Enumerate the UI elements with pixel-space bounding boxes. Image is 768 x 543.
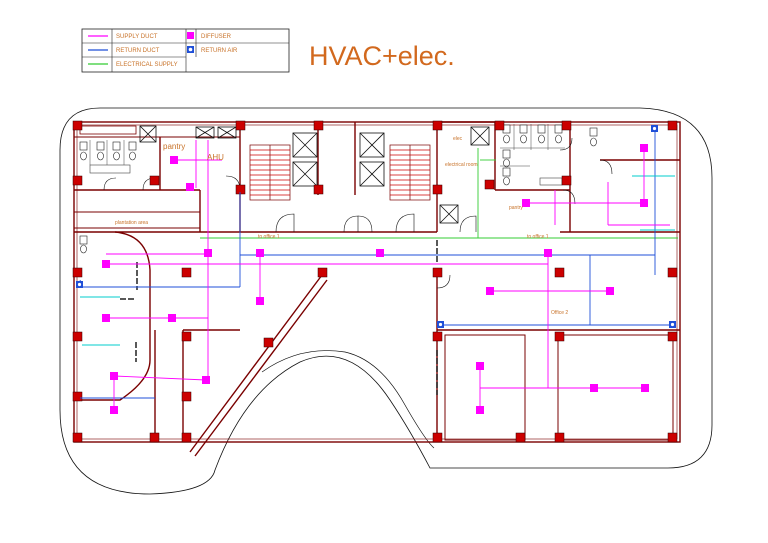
electrical-supply-lines	[200, 148, 678, 239]
page-title: HVAC+elec.	[309, 41, 455, 71]
elec-label: elec	[453, 136, 463, 142]
diffuser-icon	[544, 249, 552, 257]
diffuser-icon	[606, 287, 614, 295]
legend-return-duct: RETURN DUCT	[116, 48, 160, 54]
diffuser-icon	[170, 156, 178, 164]
diffuser-icon	[187, 32, 194, 39]
diffuser-icon	[476, 406, 484, 414]
diffuser-icon	[486, 287, 494, 295]
column-icon	[72, 120, 678, 443]
diffuser-icon	[102, 314, 110, 322]
diffuser-icon	[641, 384, 649, 392]
diffuser-icon	[110, 406, 118, 414]
legend-diffuser: DIFFUSER	[201, 34, 232, 40]
legend-return-air: RETURN AIR	[201, 48, 238, 54]
diffuser-icon	[202, 376, 210, 384]
diffuser-icon	[640, 199, 648, 207]
plantation-area-label: plantation area	[115, 220, 148, 226]
electrical-room-label: electrical room	[445, 162, 478, 168]
office2-label: Office 2	[551, 310, 568, 316]
ahu-label: AHU	[207, 153, 224, 162]
door-icon	[103, 137, 613, 289]
diffuser-icon	[376, 249, 384, 257]
walls	[73, 121, 681, 443]
diffuser-icon	[204, 249, 212, 257]
diffuser-icon	[476, 362, 484, 370]
legend: SUPPLY DUCT RETURN DUCT ELECTRICAL SUPPL…	[81, 28, 290, 73]
diffuser-icon	[640, 144, 648, 152]
pantry-left-label: pantry	[163, 142, 185, 151]
pantry-right-label: pantry	[509, 205, 523, 211]
building-outline	[59, 107, 713, 495]
toilet-icon	[79, 124, 598, 254]
to-office1-right-label: to office 1	[527, 234, 549, 240]
return-duct-lines	[79, 125, 675, 399]
to-office1-left-label: to office 1	[258, 234, 280, 240]
return-air-grilles	[76, 125, 676, 328]
room-labels: pantry AHU plantation area elec electric…	[115, 136, 568, 316]
diffusers	[102, 144, 649, 414]
diffuser-icon	[168, 314, 176, 322]
diffuser-icon	[110, 372, 118, 380]
elevator-icon	[79, 125, 490, 224]
diffuser-icon	[522, 199, 530, 207]
legend-supply-duct: SUPPLY DUCT	[116, 34, 158, 40]
diffuser-icon	[590, 384, 598, 392]
legend-electrical-supply: ELECTRICAL SUPPLY	[116, 62, 178, 68]
staircase-icon	[389, 144, 431, 201]
supply-duct-lines	[106, 140, 670, 410]
staircase-icon	[249, 144, 291, 201]
diffuser-icon	[256, 249, 264, 257]
diffuser-icon	[256, 297, 264, 305]
diagonal-wall	[189, 274, 328, 457]
diffuser-icon	[102, 260, 110, 268]
diffuser-icon	[186, 183, 194, 191]
